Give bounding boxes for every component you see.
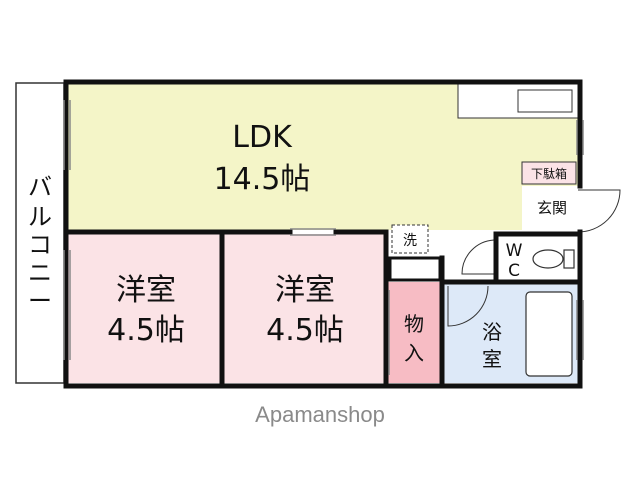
sliding-doors xyxy=(290,228,390,375)
bath-name-1: 浴 xyxy=(482,320,502,344)
laundry-space xyxy=(391,224,429,254)
balcony-char-2: ル xyxy=(28,203,52,231)
shoebox-label: 下駄箱 xyxy=(531,166,567,181)
shoebox-area xyxy=(521,161,577,185)
storage-name-2: 入 xyxy=(404,341,424,365)
watermark-text: Apamanshop xyxy=(255,402,385,427)
wc-door-swing xyxy=(461,239,495,275)
bath-name-2: 室 xyxy=(482,347,502,371)
bathtub xyxy=(525,291,573,377)
windows xyxy=(63,100,584,360)
storage-name-1: 物 xyxy=(404,312,424,336)
storage-room xyxy=(388,282,440,383)
laundry-label: 洗 xyxy=(403,233,417,249)
balcony-char-4: ニ xyxy=(28,259,52,287)
walls xyxy=(63,79,583,389)
western1-size: 4.5帖 xyxy=(107,313,185,348)
hall-box xyxy=(388,256,442,282)
western-room-1 xyxy=(68,234,220,383)
balcony-char-5: ー xyxy=(28,287,52,315)
bath-door-swing xyxy=(447,285,489,327)
balcony-label: バ ル コ ニ ー xyxy=(28,173,52,315)
balcony-char-1: バ xyxy=(28,173,52,201)
western-room-2 xyxy=(224,234,384,383)
wc-name-1: W xyxy=(506,241,523,261)
ldk-size: 14.5帖 xyxy=(214,162,311,197)
wc-name-2: C xyxy=(508,261,520,281)
entrance-label: 玄関 xyxy=(537,199,567,217)
ldk-name: LDK xyxy=(232,120,293,155)
kitchen-sink xyxy=(517,89,573,113)
balcony-area xyxy=(15,82,65,384)
toilet-tank xyxy=(563,249,575,269)
entrance-door-swing xyxy=(577,189,621,233)
western2-size: 4.5帖 xyxy=(266,313,344,348)
entrance-area xyxy=(522,186,578,230)
balcony-char-3: コ xyxy=(28,231,52,259)
western1-name: 洋室 xyxy=(116,273,176,308)
toilet xyxy=(532,249,564,269)
western2-name: 洋室 xyxy=(275,273,335,308)
